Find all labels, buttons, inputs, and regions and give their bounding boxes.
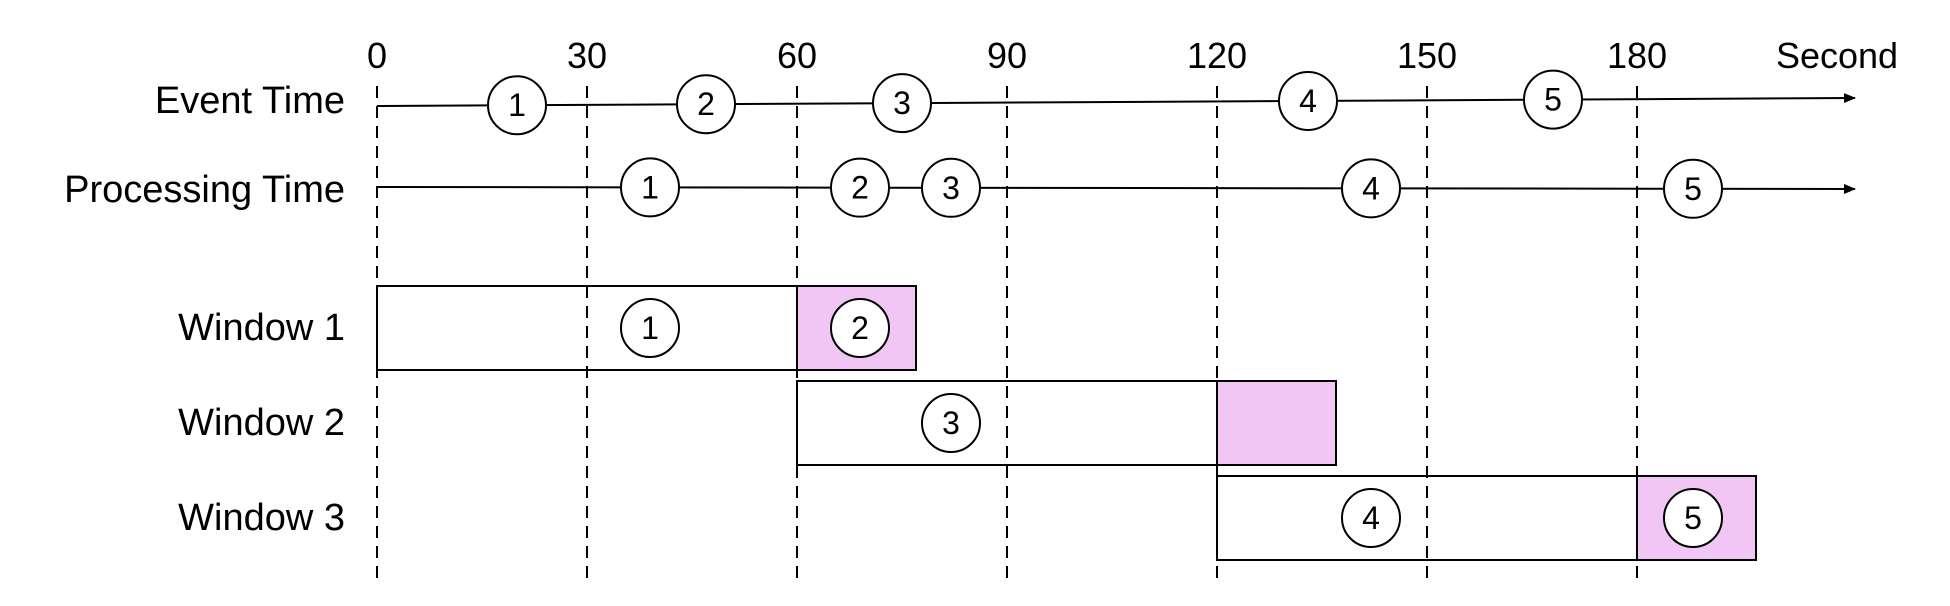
window-late-region bbox=[1216, 380, 1337, 466]
event-circle bbox=[620, 298, 680, 358]
row-label-window-1: Window 1 bbox=[178, 307, 345, 349]
tick-label-90: 90 bbox=[987, 35, 1027, 76]
row-label-processing-time: Processing Time bbox=[64, 169, 345, 211]
event-marker: 1 bbox=[620, 298, 680, 358]
event-label: 4 bbox=[1362, 500, 1380, 536]
row-label-event-time: Event Time bbox=[155, 80, 345, 122]
event-label: 3 bbox=[942, 170, 960, 206]
event-circle bbox=[487, 75, 547, 136]
event-circle bbox=[1523, 69, 1583, 130]
event-label: 3 bbox=[893, 85, 911, 121]
event-label: 1 bbox=[641, 310, 659, 346]
event-marker: 5 bbox=[1523, 69, 1583, 130]
event-circle bbox=[620, 157, 680, 218]
tick-label-150: 150 bbox=[1397, 35, 1457, 76]
event-circle bbox=[830, 298, 890, 358]
event-circle bbox=[921, 157, 981, 218]
event-marker: 3 bbox=[872, 73, 932, 134]
row-label-window-3: Window 3 bbox=[178, 497, 345, 539]
event-circle bbox=[1663, 488, 1723, 548]
event-marker: 2 bbox=[830, 157, 890, 218]
tick-label-120: 120 bbox=[1187, 35, 1247, 76]
window-box bbox=[376, 285, 798, 371]
event-label: 2 bbox=[851, 310, 869, 346]
event-marker: 3 bbox=[921, 393, 981, 453]
event-marker: 2 bbox=[830, 298, 890, 358]
event-label: 3 bbox=[942, 405, 960, 441]
event-circle bbox=[1663, 158, 1723, 219]
event-circle bbox=[676, 74, 736, 135]
tick-label-30: 30 bbox=[567, 35, 607, 76]
event-marker: 1 bbox=[487, 75, 547, 136]
event-marker: 4 bbox=[1278, 70, 1338, 131]
tick-label-180: 180 bbox=[1607, 35, 1667, 76]
event-marker: 2 bbox=[676, 74, 736, 135]
event-circle bbox=[921, 393, 981, 453]
processing-time-timeline bbox=[376, 183, 1856, 194]
event-time-timeline bbox=[376, 93, 1856, 107]
event-label: 2 bbox=[697, 86, 715, 122]
event-circle bbox=[1341, 158, 1401, 219]
event-circle bbox=[1341, 488, 1401, 548]
event-circle bbox=[830, 157, 890, 218]
event-label: 5 bbox=[1684, 500, 1702, 536]
event-label: 4 bbox=[1299, 83, 1317, 119]
window-box bbox=[1216, 475, 1638, 561]
event-label: 4 bbox=[1362, 170, 1380, 206]
event-circle bbox=[1278, 70, 1338, 131]
event-label: 5 bbox=[1544, 82, 1562, 118]
tick-label-60: 60 bbox=[777, 35, 817, 76]
row-label-window-2: Window 2 bbox=[178, 402, 345, 444]
event-marker: 5 bbox=[1663, 158, 1723, 219]
event-marker: 4 bbox=[1341, 158, 1401, 219]
event-label: 5 bbox=[1684, 171, 1702, 207]
time-axis: 0 30 60 90 120 150 180 Second bbox=[367, 35, 1898, 76]
axis-unit-label: Second bbox=[1776, 35, 1898, 76]
row-labels: Event Time Processing Time Window 1 Wind… bbox=[64, 80, 345, 539]
events-layer: 1 2 3 4 5 1 2 3 4 5 1 2 3 4 5 bbox=[487, 69, 1723, 548]
event-label: 1 bbox=[641, 169, 659, 205]
tick-dash-lines bbox=[376, 86, 1638, 580]
event-marker: 4 bbox=[1341, 488, 1401, 548]
window-box bbox=[796, 380, 1218, 466]
event-marker: 5 bbox=[1663, 488, 1723, 548]
event-label: 1 bbox=[508, 87, 526, 123]
event-marker: 1 bbox=[620, 157, 680, 218]
event-marker: 3 bbox=[921, 157, 981, 218]
event-circle bbox=[872, 73, 932, 134]
windows-layer bbox=[376, 285, 1757, 561]
event-label: 2 bbox=[851, 170, 869, 206]
tick-label-0: 0 bbox=[367, 35, 387, 76]
